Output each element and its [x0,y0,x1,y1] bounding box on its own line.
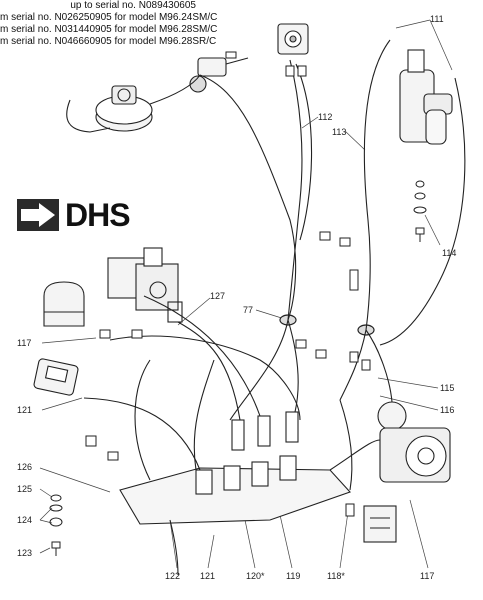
diverter-valve [399,49,453,145]
pressure-switch [95,85,153,132]
callout-114: 114 [442,248,457,258]
thermostat-component [189,57,249,93]
callout-77: 77 [243,305,254,315]
control-board [119,411,351,525]
serial-line: m serial no. N031440905 for model M96.28… [0,24,218,35]
callout-112: 112 [318,112,333,122]
wiring-harness [66,39,466,576]
dhs-logo: DHS [17,197,167,233]
arrow-logo-icon [17,199,59,231]
screw-parts [49,180,427,556]
ignition-transformer [33,358,79,396]
selector-switch [277,23,309,55]
terminal-block [363,505,397,543]
callout-111: 111 [430,14,444,24]
callout-123: 123 [17,548,33,558]
callout-126: 126 [17,462,33,472]
serial-line: m serial no. N026250905 for model M96.24… [0,12,218,23]
serial-line: m serial no. N046660905 for model M96.28… [0,36,217,47]
callout-113: 113 [332,127,347,137]
callout-119: 119 [286,571,301,581]
callout-124: 124 [17,515,33,525]
circulation-pump [377,401,451,483]
callout-120: 120* [246,571,265,581]
callout-121: 121 [17,405,33,415]
callout-118: 118* [327,571,345,581]
serial-number-notes: up to serial no. N089430605 m serial no.… [0,0,260,48]
connectors [85,51,371,517]
callout-122: 122 [165,571,181,581]
callout-116: 116 [440,405,455,415]
callout-115: 115 [440,383,455,393]
gas-valve [107,247,183,323]
callout-127: 127 [210,291,226,301]
callout-121-bottom: 121 [200,571,216,581]
serial-line: up to serial no. N089430605 [70,0,196,11]
logo-text: DHS [65,197,131,233]
callout-117-bottom: 117 [420,571,435,581]
cable-grommets [279,314,375,336]
igniter-unit [43,281,85,327]
callout-117: 117 [17,338,32,348]
callout-125: 125 [17,484,33,494]
